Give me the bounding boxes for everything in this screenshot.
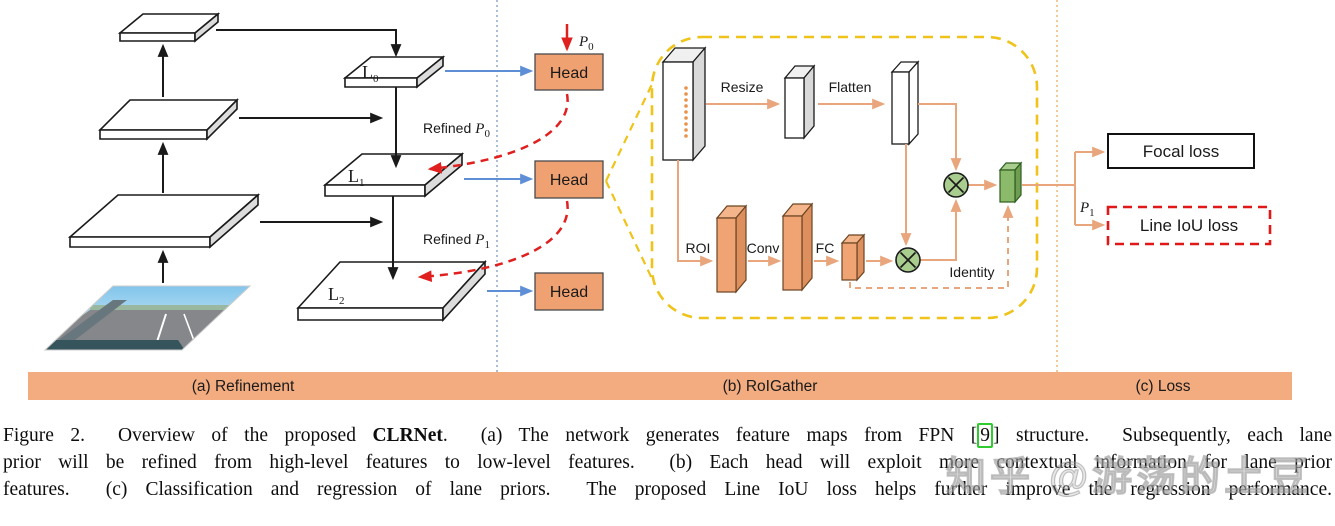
clrnet-diagram: (a) Refinement (b) RoIGather (c) Loss — [28, 0, 1292, 400]
section-label-loss: (c) Loss — [1135, 378, 1190, 395]
identity-label: Identity — [949, 264, 994, 280]
section-label-refinement: (a) Refinement — [192, 378, 295, 395]
focal-loss-label: Focal loss — [1143, 142, 1220, 161]
head-label-0: Head — [550, 65, 588, 82]
fc-label: FC — [816, 240, 835, 256]
fpn-pyramid — [67, 12, 487, 323]
caption-text: features. (c) Classification and regress… — [3, 479, 1332, 500]
lane-prior-points — [684, 86, 688, 138]
road-image — [43, 285, 252, 351]
roigather-boundary — [650, 35, 1039, 320]
caption-line: features. (c) Classification and regress… — [3, 476, 1332, 503]
loss-connectors — [1022, 146, 1106, 231]
roigather-callout-lines — [605, 79, 655, 284]
section-banner: (a) Refinement (b) RoIGather (c) Loss — [28, 372, 1292, 400]
caption-line: Figure 2. Overview of the proposed CLRNe… — [3, 422, 1332, 449]
resize-label: Resize — [721, 79, 764, 95]
lane-head-arrows — [445, 65, 534, 297]
caption-text: CLRNet — [372, 425, 443, 446]
level-label-l2: L2 — [328, 284, 345, 307]
roi-label: ROI — [686, 240, 711, 256]
feature-slab-l2 — [296, 259, 487, 323]
multiply-icon — [895, 247, 921, 273]
head-blocks: Head Head Head — [534, 53, 604, 311]
fpn-slab-bottom — [67, 193, 261, 249]
level-label-l0: L0 — [362, 62, 379, 85]
conv-label: Conv — [747, 240, 780, 256]
refined-p1-arrow — [417, 200, 569, 283]
section-label-roigather: (b) RoIGather — [723, 378, 818, 395]
fc-block — [840, 233, 866, 282]
multiply-icon — [943, 172, 969, 198]
head-label-2: Head — [550, 284, 588, 301]
fpn-slab-middle — [98, 98, 239, 141]
head-box-1 — [534, 160, 604, 199]
fpn-slab-top — [117, 12, 221, 43]
focal-loss-box — [1107, 133, 1255, 169]
caption-text: . (a) The network generates feature maps… — [442, 425, 978, 446]
level-label-l1: L1 — [348, 166, 365, 189]
gathered-feature-block — [998, 161, 1023, 204]
p0-label: P0 — [578, 34, 594, 53]
roigather-connectors — [677, 103, 998, 267]
caption-text: ] structure. Subsequently, each lane — [993, 425, 1332, 446]
caption-text: Figure 2. Overview of the proposed — [3, 425, 373, 446]
caption-line: prior will be refined from high-level fe… — [3, 449, 1332, 476]
feature-slab-l0 — [342, 55, 446, 89]
head-label-1: Head — [550, 172, 588, 189]
caption-text: prior will be refined from high-level fe… — [3, 452, 1332, 473]
line-iou-loss-label: Line IoU loss — [1140, 216, 1238, 235]
refined-p0-arrow — [427, 93, 569, 174]
figure-caption: Figure 2. Overview of the proposed CLRNe… — [0, 420, 1335, 503]
line-iou-loss-box — [1106, 205, 1272, 246]
flattened-block — [890, 60, 920, 146]
head-box-2 — [534, 272, 604, 311]
conv-block — [781, 202, 814, 292]
banner-strip — [28, 372, 1292, 400]
fpn-arrows — [157, 29, 402, 283]
identity-skip-path — [849, 204, 1014, 289]
p1-label: P1 — [1079, 200, 1095, 219]
roi-block — [715, 204, 748, 294]
head-box-0 — [534, 53, 604, 91]
feature-slab-l1 — [322, 152, 465, 198]
resized-block — [783, 64, 816, 140]
feature-map-block — [661, 46, 707, 162]
citation-link[interactable]: 9 — [977, 423, 994, 448]
flatten-label: Flatten — [829, 79, 872, 95]
